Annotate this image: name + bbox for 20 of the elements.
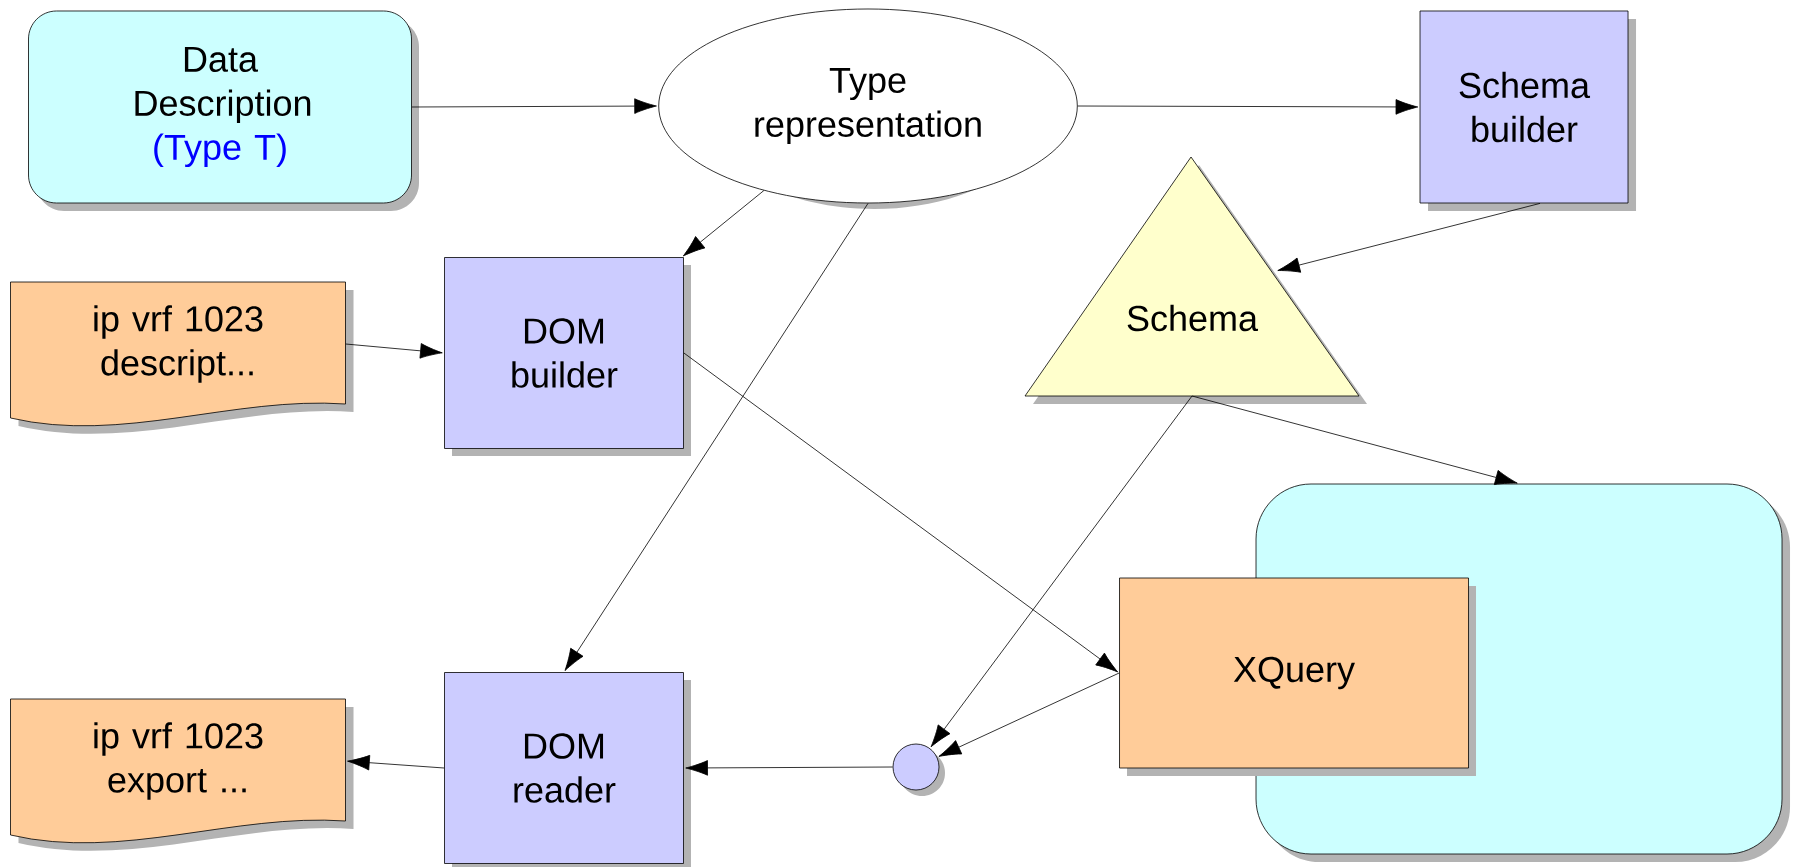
arrow [564, 203, 869, 671]
small-circle [892, 743, 945, 796]
process-box: DOM reader [444, 672, 691, 867]
arrow [930, 395, 1193, 748]
arrow [411, 98, 657, 114]
process-box: DOM builder [444, 257, 691, 456]
process-box: XQuery [1119, 577, 1476, 776]
arrow [683, 352, 1119, 673]
arrow [938, 672, 1120, 757]
arrow [1277, 203, 1541, 273]
rounded-box: Data Description (Type T) [28, 10, 419, 211]
arrow [1077, 99, 1419, 115]
arrow [682, 190, 765, 257]
arrow [685, 760, 893, 776]
ellipse-node: Type representation [658, 8, 1078, 209]
triangle-node: Schema [1024, 156, 1367, 404]
arrow [345, 343, 443, 359]
process-box: Schema builder [1419, 10, 1637, 211]
arrow [1191, 395, 1518, 485]
arrow [347, 754, 445, 771]
